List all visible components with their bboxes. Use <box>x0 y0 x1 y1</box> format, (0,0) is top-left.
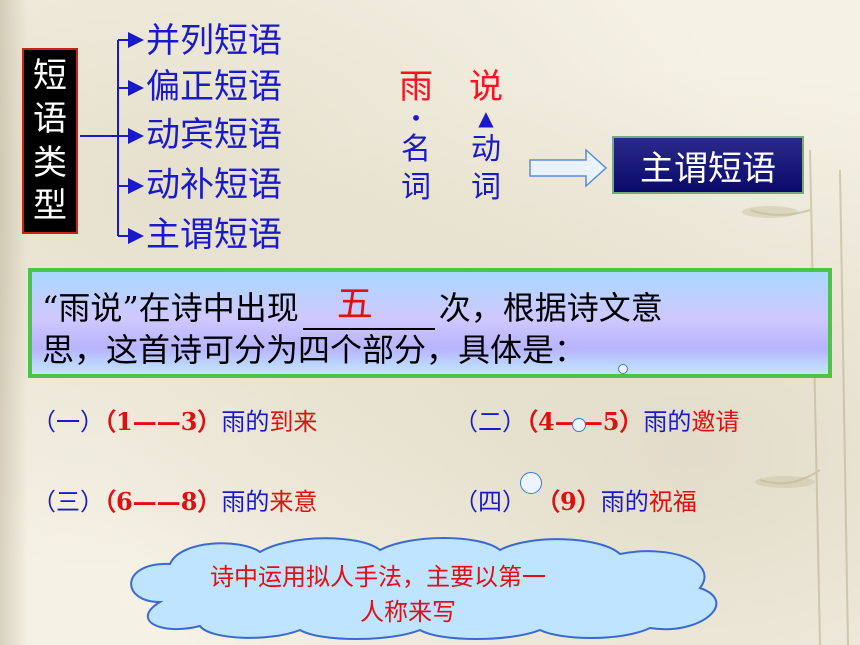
cloud-note-line-1: 诗中运用拟人手法，主要以第一 <box>210 563 546 591</box>
question-line-1: “雨说”在诗中出现五 次，根据诗文意 <box>42 284 818 330</box>
word-rain-pos-1: 名 <box>401 132 431 167</box>
part-4-range: （9） <box>548 487 601 516</box>
question-line-2: 思，这首诗可分为四个部分，具体是： <box>42 330 587 369</box>
part-4-title: 祝福 <box>648 488 697 516</box>
part-3-prefix: 雨的 <box>221 488 270 516</box>
result-label: 主谓短语 <box>640 148 776 189</box>
word-rain: 雨 • 名 词 <box>396 70 436 203</box>
question-text-2: 次，根据诗文意 <box>438 289 663 327</box>
word-say-char: 说 <box>469 67 503 107</box>
phrase-type-subject-predicate: 主谓短语 <box>146 215 282 255</box>
part-2: （二）（4——5）雨的邀请 <box>454 402 739 437</box>
triangle-mark-icon: ▲ <box>478 106 494 130</box>
word-rain-char: 雨 <box>399 67 433 107</box>
cloud-note: 诗中运用拟人手法，主要以第一 人称来写 <box>210 560 640 630</box>
bubble-decoration <box>520 472 542 494</box>
part-1-prefix: 雨的 <box>221 408 270 436</box>
question-text-1: “雨说”在诗中出现 <box>42 289 299 327</box>
phrase-type-modifier: 偏正短语 <box>146 67 282 107</box>
type-char-4: 型 <box>33 186 67 227</box>
phrase-type-parallel: 并列短语 <box>146 21 282 61</box>
dot-mark-icon: • <box>410 106 422 130</box>
part-1-range: （1——3） <box>104 407 222 436</box>
part-2-prefix: 雨的 <box>643 408 692 436</box>
part-2-title: 邀请 <box>691 408 740 436</box>
phrase-type-verb-object: 动宾短语 <box>146 115 282 155</box>
cloud-note-line-2: 人称来写 <box>360 597 456 626</box>
phrase-type-verb-complement: 动补短语 <box>146 165 282 205</box>
part-3-title: 来意 <box>269 488 318 516</box>
word-say-pos-1: 动 <box>471 132 501 167</box>
part-1-index: （一） <box>32 408 104 436</box>
part-2-index: （二） <box>454 408 526 436</box>
part-1: （一）（1——3）雨的到来 <box>32 402 317 437</box>
part-3-index: （三） <box>32 488 104 516</box>
bubble-decoration <box>618 364 628 374</box>
bubble-decoration <box>572 418 586 432</box>
part-4: （四） （9）雨的祝福 <box>454 482 697 517</box>
answer-blank: 五 <box>302 284 435 330</box>
part-3: （三）（6——8）雨的来意 <box>32 482 317 517</box>
phrase-type-label-box: 短 语 类 型 <box>22 48 78 234</box>
result-box: 主谓短语 <box>612 136 804 194</box>
word-say-pos-2: 词 <box>471 169 501 205</box>
word-say: 说 ▲ 动 词 <box>466 70 506 203</box>
part-4-index: （四） <box>454 488 526 516</box>
type-char-3: 类 <box>33 142 67 183</box>
right-arrow-icon <box>529 148 608 188</box>
thought-cloud-shape <box>130 537 718 640</box>
part-1-title: 到来 <box>269 408 318 436</box>
part-4-prefix: 雨的 <box>600 488 649 516</box>
question-box: “雨说”在诗中出现五 次，根据诗文意 思，这首诗可分为四个部分，具体是： <box>28 268 832 378</box>
answer-text: 五 <box>336 283 373 325</box>
type-char-1: 短 <box>33 55 67 96</box>
word-rain-pos-2: 词 <box>401 169 431 205</box>
part-3-range: （6——8） <box>104 487 222 516</box>
type-char-2: 语 <box>33 99 67 140</box>
